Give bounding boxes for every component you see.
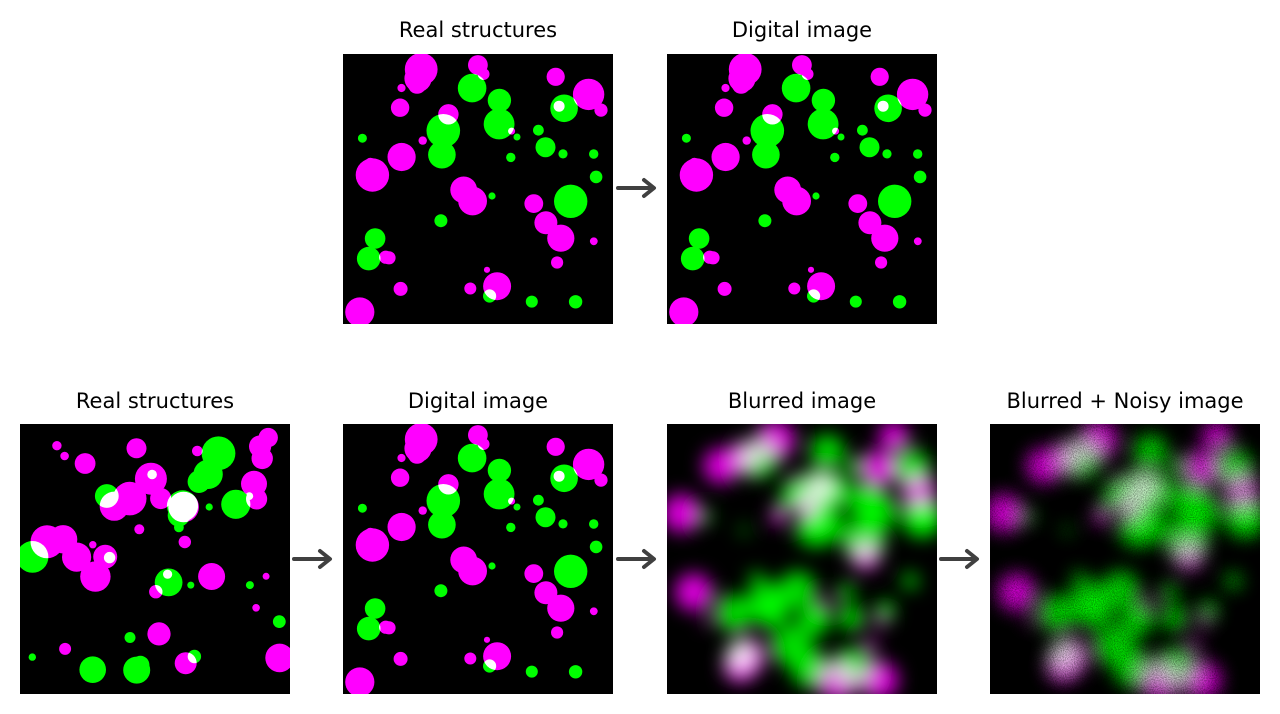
panel-bottom-noisy-image	[990, 424, 1260, 694]
panel-top-digital-image	[667, 54, 937, 324]
panel-title-bottom-real: Real structures	[75, 389, 235, 413]
panel-title-top-digital: Digital image	[731, 18, 873, 42]
panel-bottom-digital-image	[343, 424, 613, 694]
panel-bottom-real-structures	[20, 424, 290, 694]
panel-bottom-blurred-image	[667, 424, 937, 694]
panel-title-bottom-digital: Digital image	[407, 389, 549, 413]
arrow-icon	[616, 549, 656, 569]
panel-title-top-real: Real structures	[398, 18, 558, 42]
panel-top-real-structures	[343, 54, 613, 324]
panel-title-bottom-noisy: Blurred + Noisy image	[1006, 389, 1244, 413]
arrow-icon	[939, 549, 979, 569]
panel-title-bottom-blurred: Blurred image	[727, 389, 877, 413]
arrow-icon	[616, 178, 656, 198]
arrow-icon	[292, 549, 332, 569]
